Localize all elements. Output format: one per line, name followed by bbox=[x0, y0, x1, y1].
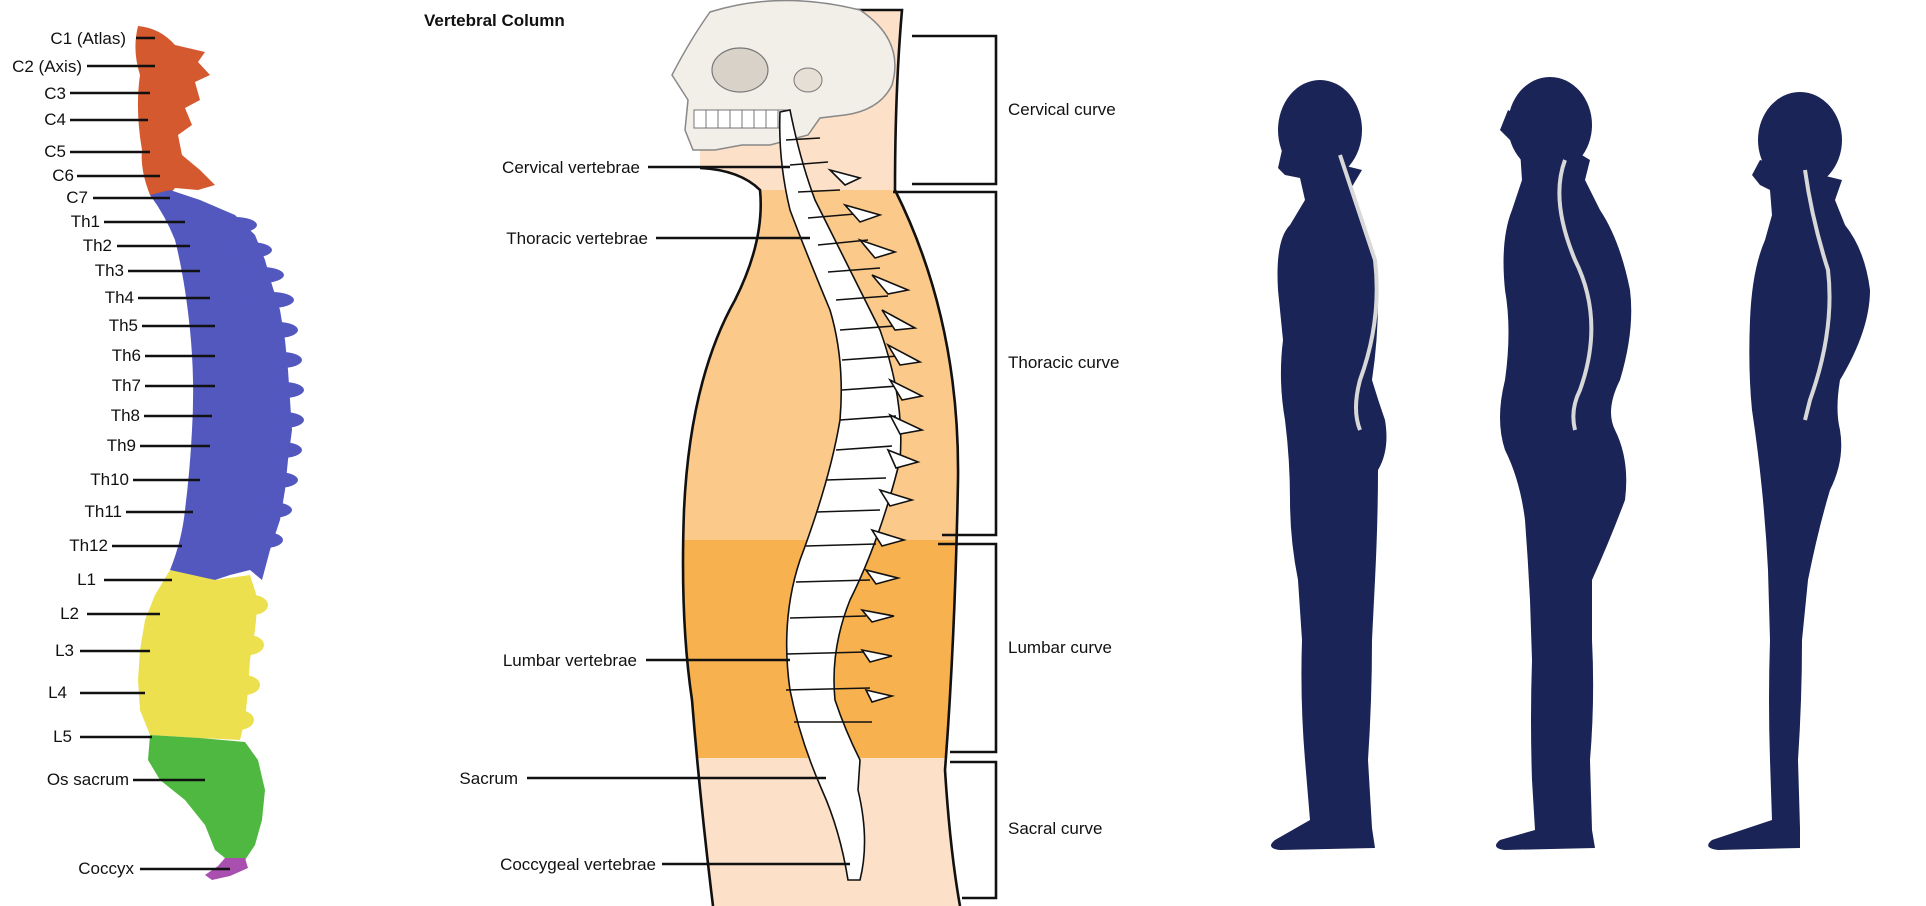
label-c3: C3 bbox=[44, 84, 66, 103]
silhouette-flat-back-posture bbox=[1708, 92, 1870, 850]
cervical-region bbox=[135, 26, 215, 200]
label-c2: C2 (Axis) bbox=[12, 57, 82, 76]
label-th11: Th11 bbox=[85, 502, 123, 521]
silhouette-lordosis-posture bbox=[1496, 77, 1632, 850]
skull bbox=[671, 0, 896, 151]
curve-labels: Cervical curve Thoracic curve Lumbar cur… bbox=[1008, 100, 1119, 838]
label-lumbar-vertebrae: Lumbar vertebrae bbox=[503, 651, 637, 670]
curve-brackets bbox=[893, 34, 998, 900]
label-c5: C5 bbox=[44, 142, 66, 161]
label-cervical-vertebrae: Cervical vertebrae bbox=[502, 158, 640, 177]
label-l3: L3 bbox=[55, 641, 74, 660]
thoracic-region bbox=[150, 190, 292, 580]
label-coccyx: Coccyx bbox=[78, 859, 134, 878]
label-c6: C6 bbox=[52, 166, 74, 185]
label-l2: L2 bbox=[60, 604, 79, 623]
diagram-title: Vertebral Column bbox=[424, 11, 565, 30]
label-c1: C1 (Atlas) bbox=[50, 29, 126, 48]
label-l5: L5 bbox=[53, 727, 72, 746]
label-th4: Th4 bbox=[105, 288, 134, 307]
sacrum-region bbox=[148, 735, 265, 862]
label-th1: Th1 bbox=[71, 212, 100, 231]
label-th7: Th7 bbox=[112, 376, 141, 395]
label-c7: C7 bbox=[66, 188, 88, 207]
label-cervical-curve: Cervical curve bbox=[1008, 100, 1116, 119]
label-sacrum: Sacrum bbox=[459, 769, 518, 788]
vertebrae-labels: Cervical vertebrae Thoracic vertebrae Lu… bbox=[459, 158, 656, 874]
spine-labels: C1 (Atlas) C2 (Axis) C3 C4 C5 C6 C7 Th1 … bbox=[12, 29, 141, 878]
label-th8: Th8 bbox=[111, 406, 140, 425]
label-th3: Th3 bbox=[95, 261, 124, 280]
label-l4: L4 bbox=[48, 683, 67, 702]
label-thoracic-vertebrae: Thoracic vertebrae bbox=[506, 229, 648, 248]
label-th10: Th10 bbox=[90, 470, 129, 489]
vertebrae-leader-lines bbox=[527, 165, 850, 866]
label-th12: Th12 bbox=[69, 536, 108, 555]
label-lumbar-curve: Lumbar curve bbox=[1008, 638, 1112, 657]
colored-spine bbox=[135, 26, 304, 880]
label-sacral-curve: Sacral curve bbox=[1008, 819, 1102, 838]
posture-silhouettes bbox=[1271, 77, 1870, 850]
silhouette-normal-posture bbox=[1271, 80, 1387, 850]
label-coccygeal-vertebrae: Coccygeal vertebrae bbox=[500, 855, 656, 874]
vertebral-column-drawing bbox=[778, 109, 925, 881]
label-c4: C4 bbox=[44, 110, 66, 129]
label-th9: Th9 bbox=[107, 436, 136, 455]
label-thoracic-curve: Thoracic curve bbox=[1008, 353, 1119, 372]
label-th5: Th5 bbox=[109, 316, 138, 335]
lumbar-region bbox=[138, 570, 258, 740]
label-os-sacrum: Os sacrum bbox=[47, 770, 129, 789]
label-th6: Th6 bbox=[112, 346, 141, 365]
torso-outline bbox=[681, 8, 962, 906]
label-l1: L1 bbox=[77, 570, 96, 589]
spine-leader-lines bbox=[70, 36, 230, 871]
label-th2: Th2 bbox=[83, 236, 112, 255]
